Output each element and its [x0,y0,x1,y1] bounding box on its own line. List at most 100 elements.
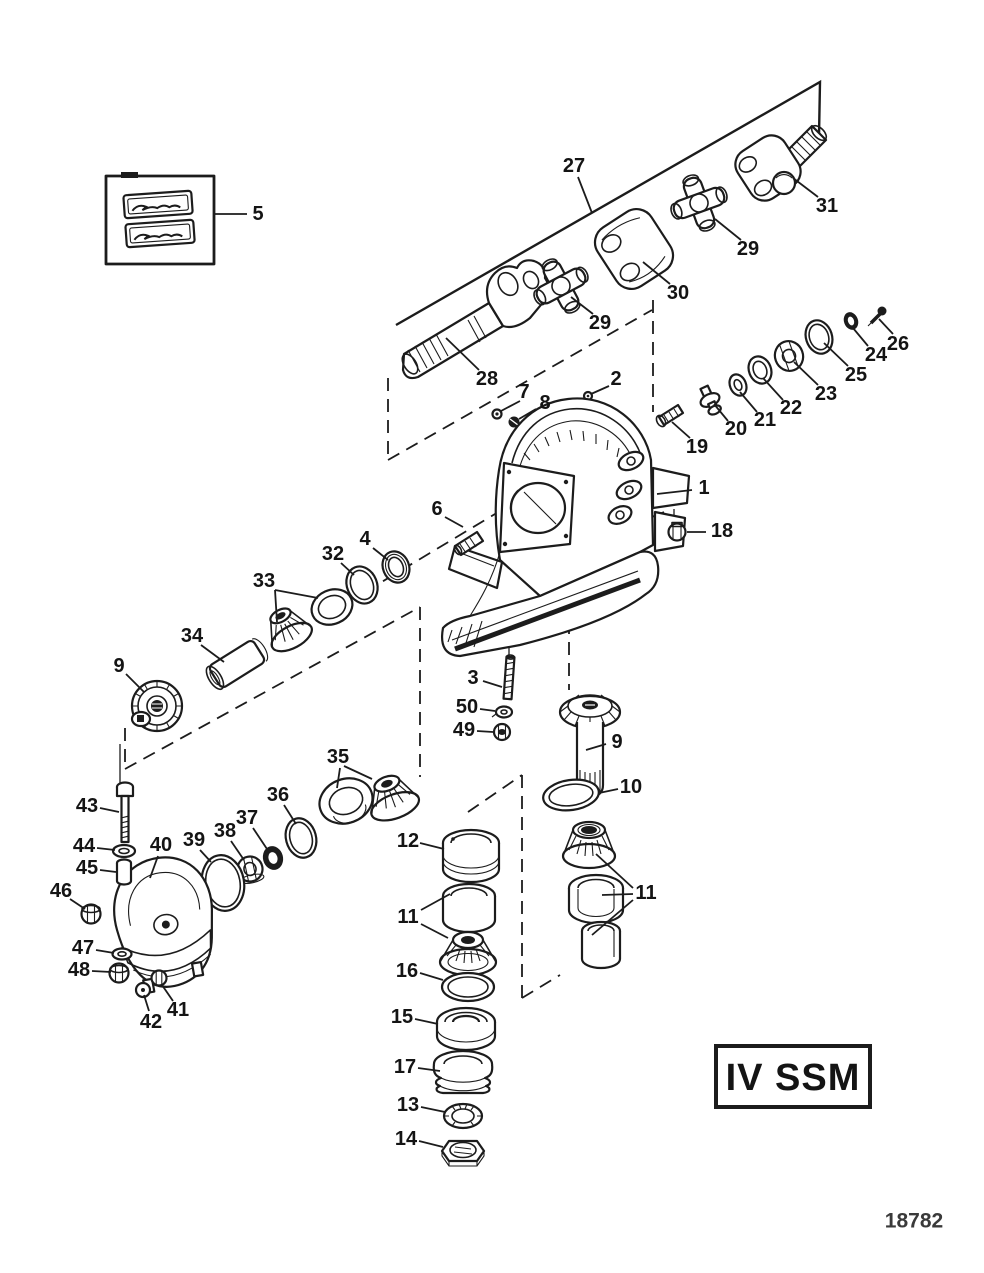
leader-line-11 [601,893,634,896]
callout-11: 11 [635,882,656,904]
callout-37: 37 [236,807,258,829]
callout-11: 11 [397,906,418,928]
leader-line-40 [149,855,159,879]
part-stud-3 [502,654,516,701]
callout-15: 15 [391,1006,413,1028]
leader-line-33 [274,589,319,599]
leader-line-11 [420,893,451,911]
callout-36: 36 [267,784,289,806]
callout-49: 49 [453,719,475,741]
leader-line-48 [91,970,112,973]
leader-line-29 [570,296,594,315]
leader-line-26 [878,318,894,335]
callout-41: 41 [167,999,189,1021]
part-shim-16 [440,971,496,1003]
leader-line-47 [95,949,115,954]
callout-27: 27 [563,155,585,177]
leader-line-49 [476,730,494,733]
callout-47: 47 [72,937,94,959]
part-bearing-cup-11b [441,882,497,934]
callout-42: 42 [140,1011,162,1033]
leader-line-44 [96,847,116,851]
construction-lines [119,79,822,999]
callout-30: 30 [667,282,689,304]
leader-line-13 [420,1106,446,1113]
part-bushing-11 [580,920,622,970]
callout-2: 2 [610,368,621,390]
part-hex-nut-14 [440,1139,486,1167]
callout-33: 33 [253,570,275,592]
leader-line-6 [444,516,464,528]
part-bearing-cup-12 [441,828,501,884]
part-bearing-cap [113,856,213,995]
decal-sheet [104,172,216,266]
callout-4: 4 [359,528,371,550]
callout-7: 7 [518,381,529,403]
leader-line-9 [125,673,145,693]
part-bearing-cup-35 [318,777,374,825]
callout-46: 46 [50,880,72,902]
part-washer-47 [111,947,133,961]
part-nut-48 [108,962,130,984]
part-yoke-shaft [734,124,828,202]
callout-17: 17 [394,1056,416,1078]
part-threaded-ring-17 [432,1049,494,1095]
part-seal-4 [381,550,411,584]
callout-5: 5 [252,203,263,225]
part-bearing-cone-35 [370,774,421,822]
part-gear-housing [441,397,691,658]
part-screw-8 [508,416,520,428]
drawing-number: 18782 [885,1210,943,1233]
part-ujoint-cross [533,258,589,314]
callout-21: 21 [754,409,776,431]
callout-23: 23 [815,383,837,405]
part-ujoint-cross [670,174,728,232]
part-stud-6 [453,530,485,557]
part-washer-50 [491,705,514,719]
callout-34: 34 [181,625,204,647]
leader-line-43 [99,807,120,813]
mercury-decal [122,189,194,220]
part-ring-37 [262,846,284,870]
leader-line-42 [143,994,150,1012]
callout-3: 3 [467,667,478,689]
callout-13: 13 [397,1094,419,1116]
callout-6: 6 [431,498,442,520]
callout-25: 25 [845,364,867,386]
part-bolt-43 [115,781,135,844]
part-bearing-cup-33 [310,588,354,626]
part-yoke [593,208,675,290]
callout-43: 43 [76,795,98,817]
leader-line-1 [656,489,693,495]
leader-line-4 [372,547,389,561]
part-ring-10 [542,778,600,812]
leader-line-25 [823,342,849,367]
callout-26: 26 [887,333,909,355]
leader-line-21 [739,391,758,413]
part-nut-41 [150,969,168,987]
part-nut-42 [134,981,152,999]
part-bearing-cone-11 [561,820,617,870]
part-spacer-45 [115,858,133,886]
leader-line-9 [585,743,607,751]
callout-9: 9 [113,655,124,677]
callout-29: 29 [737,238,759,260]
part-driveshaft [401,259,551,380]
part-nut-18 [667,521,687,542]
leader-line-46 [69,898,86,910]
callout-48: 48 [68,959,90,981]
leader-line-37 [252,827,268,850]
part-spacer-tube [205,638,269,691]
callout-10: 10 [620,776,642,798]
callout-12: 12 [397,830,419,852]
callout-16: 16 [396,960,418,982]
part-oring-36 [284,817,318,859]
leader-line-35 [336,767,341,789]
leader-line-34 [200,644,225,663]
leader-line-11 [591,899,634,936]
leader-line-36 [283,804,297,825]
leader-line-28 [445,337,480,371]
callout-31: 31 [816,195,838,217]
part-tab-washer-13 [442,1102,484,1130]
